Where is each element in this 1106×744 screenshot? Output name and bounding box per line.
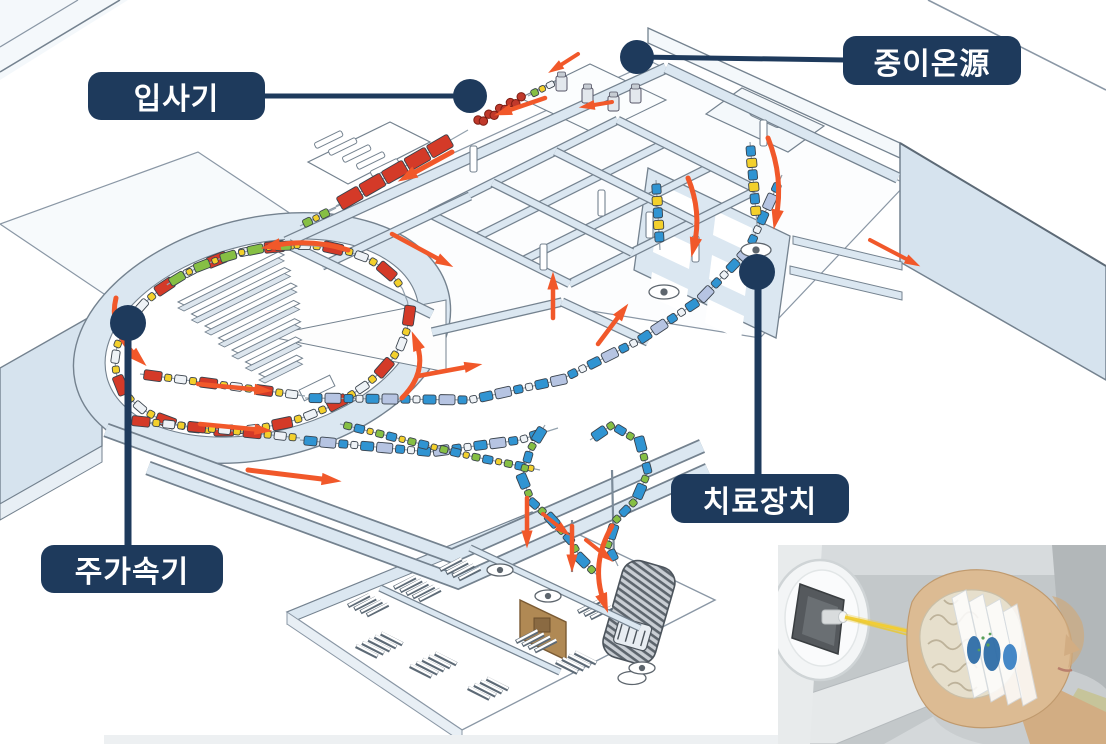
- callout-connectors: [110, 40, 846, 545]
- callout-ion-source: 중이온源: [843, 36, 1021, 85]
- callout-main-accelerator-label: 주가속기: [74, 556, 190, 589]
- callout-dot-treatment-device: [739, 254, 775, 290]
- callout-dot-ion-source: [620, 40, 654, 74]
- callout-injector: 입사기: [88, 72, 265, 120]
- callout-dot-injector: [453, 79, 487, 113]
- callout-injector-label: 입사기: [133, 83, 220, 116]
- basement-furniture: [346, 469, 642, 701]
- callout-treatment-device: 치료장치: [671, 474, 849, 523]
- beam-direction-arrows: [111, 52, 921, 613]
- callout-treatment-device-label: 치료장치: [702, 485, 818, 519]
- callout-ion-source-label: 중이온源: [873, 47, 991, 81]
- callout-dot-main-accelerator: [110, 305, 146, 341]
- therapy-inset-illustration: [778, 545, 1106, 744]
- patient-couches: [486, 242, 772, 675]
- callout-main-accelerator: 주가속기: [41, 545, 223, 593]
- room-maze: [283, 62, 901, 319]
